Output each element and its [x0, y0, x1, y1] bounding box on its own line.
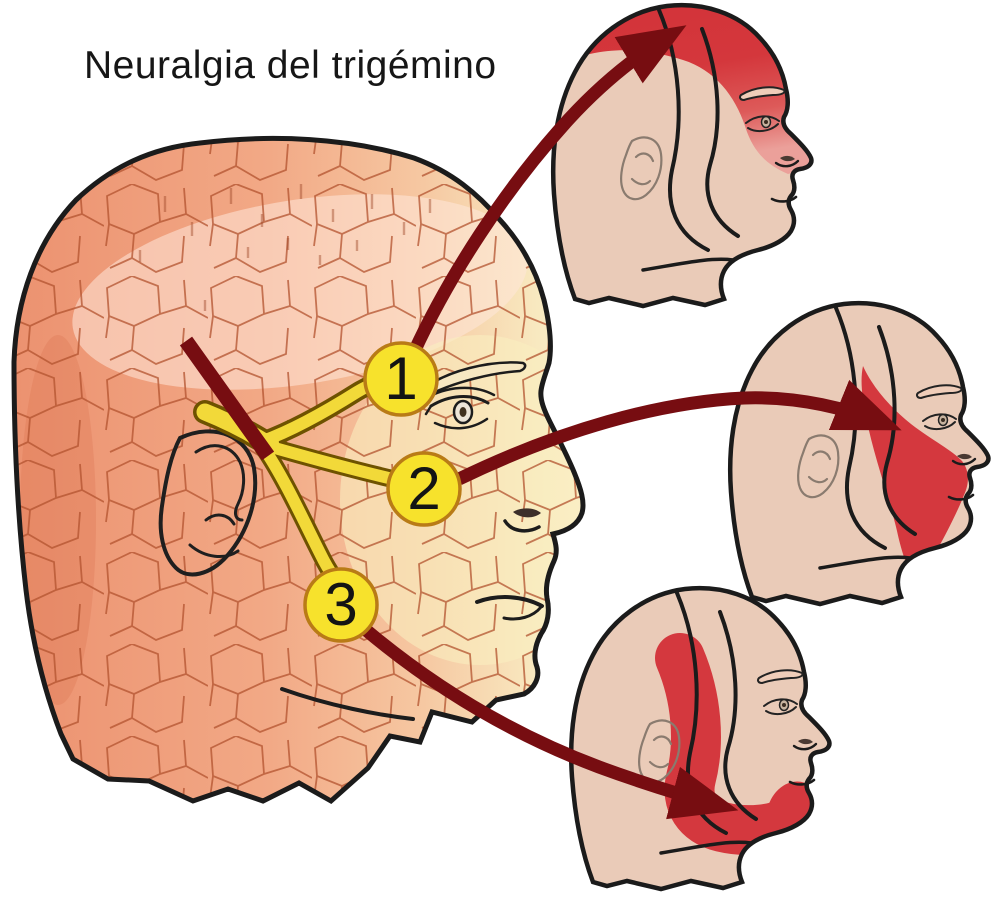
main-head-jaw-line: [280, 687, 415, 721]
branch-circle-2: [386, 451, 462, 527]
branch-number-2: 2: [407, 455, 440, 522]
main-head-ear: [158, 429, 258, 577]
branch-marker-1: 1: [363, 341, 439, 417]
branch-marker-3: 3: [303, 567, 379, 643]
main-head: [0, 120, 620, 820]
figure-title: Neuralgia del trigémino: [84, 44, 497, 87]
arrow-to-cheek-region: [456, 379, 902, 485]
main-head-eye: [423, 386, 496, 430]
nerve-root-line: [179, 336, 275, 461]
branch-circle-3: [303, 567, 379, 643]
branch-circle-1: [363, 341, 439, 417]
arrow-to-forehead-region: [408, 25, 687, 355]
branch-marker-2: 2: [386, 451, 462, 527]
main-head-nostril-curve: [503, 519, 541, 533]
detail-head-jaw-region: [571, 588, 830, 889]
arrows: [361, 25, 902, 820]
arrow-to-jaw-region: [361, 625, 739, 820]
detail-head-forehead-region: [553, 0, 830, 306]
main-head-nostril: [513, 508, 541, 518]
mosaic-skin-texture: [14, 138, 584, 801]
hatch-marks: [138, 184, 432, 311]
branch-markers: 1 2 3: [303, 341, 462, 643]
detail-head-cheek-region: [730, 303, 988, 604]
branch-number-1: 1: [384, 345, 417, 412]
branch-number-3: 3: [324, 571, 357, 638]
main-head-mouth: [475, 595, 544, 621]
